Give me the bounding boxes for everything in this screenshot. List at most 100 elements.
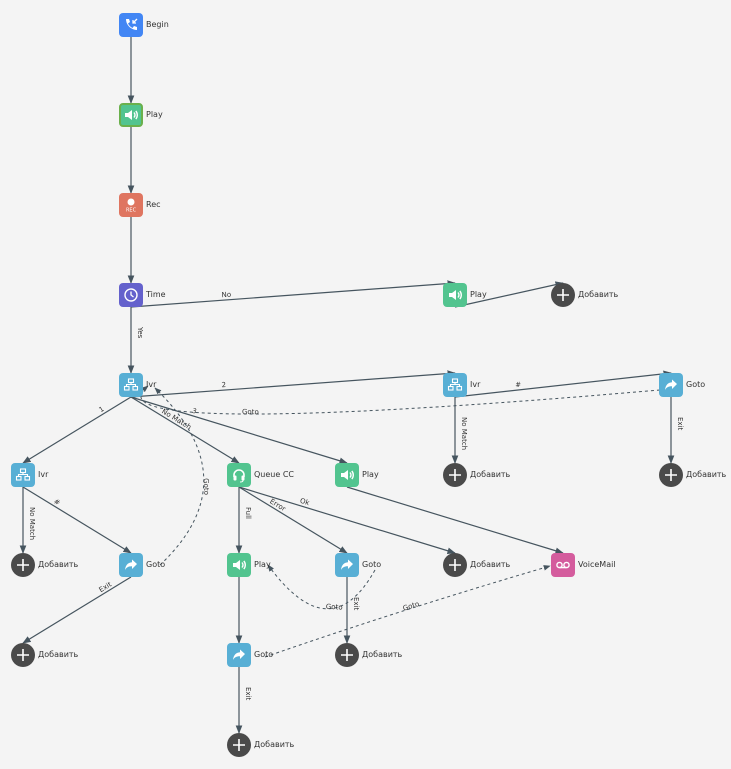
node-label: Goto xyxy=(146,560,166,569)
plus-icon xyxy=(663,467,679,483)
node-add-add8[interactable] xyxy=(227,733,251,757)
edge-label: Yes xyxy=(136,326,144,339)
voicemail-icon xyxy=(555,557,571,573)
edge-line[interactable] xyxy=(238,486,348,554)
edge-label: No Match xyxy=(28,507,36,540)
node-add-add7[interactable] xyxy=(335,643,359,667)
speaker-icon xyxy=(339,467,355,483)
edge-line[interactable] xyxy=(130,280,456,308)
node-add-add4[interactable] xyxy=(11,553,35,577)
edge-label: Goto xyxy=(242,408,259,416)
edge-line[interactable] xyxy=(154,387,205,566)
node-ivr-ivr2[interactable] xyxy=(443,373,467,397)
edge-label: Goto xyxy=(402,600,420,613)
node-goto-goto3[interactable] xyxy=(335,553,359,577)
edge-label: 3 xyxy=(191,407,198,416)
node-label: Begin xyxy=(146,20,169,29)
node-label: Ivr xyxy=(146,380,157,389)
edge-queue-to-play4[interactable]: Full xyxy=(235,487,252,554)
edge-ivr1-to-ivr3[interactable]: 1 xyxy=(22,396,132,464)
node-rec-rec[interactable]: REC xyxy=(119,193,143,217)
edge-goto3-to-play4[interactable]: Goto xyxy=(267,564,376,612)
edge-play2-to-add1[interactable] xyxy=(454,281,564,308)
edge-line[interactable] xyxy=(454,370,672,398)
edge-ivr2-to-add2[interactable]: No Match xyxy=(451,397,468,464)
node-goto-goto4[interactable] xyxy=(227,643,251,667)
node-label: Добавить xyxy=(686,470,727,479)
node-ivr-ivr1[interactable] xyxy=(119,373,143,397)
node-play-play4[interactable] xyxy=(227,553,251,577)
node-voicemail-voicemail[interactable] xyxy=(551,553,575,577)
node-add-add1[interactable] xyxy=(551,283,575,307)
node-goto-goto2[interactable] xyxy=(119,553,143,577)
svg-text:REC: REC xyxy=(126,208,137,214)
node-label: Добавить xyxy=(470,560,511,569)
edge-play3-to-voicemail[interactable] xyxy=(346,486,564,555)
node-ivr-ivr3[interactable] xyxy=(11,463,35,487)
ivr-tree-icon xyxy=(447,377,463,393)
edge-label: Ok xyxy=(299,497,311,508)
edge-label: 1 xyxy=(98,405,106,414)
edge-line[interactable] xyxy=(454,281,564,308)
node-label: Play xyxy=(254,560,271,569)
edge-line[interactable] xyxy=(130,396,348,465)
node-add-add5[interactable] xyxy=(443,553,467,577)
node-label: Добавить xyxy=(470,470,511,479)
node-queue-queue[interactable] xyxy=(227,463,251,487)
edge-label: Exit xyxy=(676,417,684,431)
edge-time-to-play2[interactable]: No xyxy=(130,280,456,308)
share-arrow-icon xyxy=(663,377,679,393)
node-label: Ivr xyxy=(470,380,481,389)
node-time-time[interactable] xyxy=(119,283,143,307)
edge-goto3-to-add7[interactable]: Exit xyxy=(343,577,360,644)
node-add-add3[interactable] xyxy=(659,463,683,487)
edge-ivr3-to-add4[interactable]: No Match xyxy=(19,487,36,554)
node-add-add6[interactable] xyxy=(11,643,35,667)
edge-line[interactable] xyxy=(264,565,551,658)
plus-icon xyxy=(339,647,355,663)
edge-line[interactable] xyxy=(130,396,240,464)
edge-line[interactable] xyxy=(267,564,376,610)
edge-goto4-to-add8[interactable]: Exit xyxy=(235,667,252,734)
edge-ivr3-to-goto2[interactable]: # xyxy=(22,486,132,554)
edge-label: Exit xyxy=(352,597,360,611)
edge-line[interactable] xyxy=(22,576,132,644)
edge-goto4-to-voicemail[interactable]: Goto xyxy=(264,565,551,658)
edge-label: No Match xyxy=(460,417,468,450)
edge-ivr1-to-queue[interactable]: No Match xyxy=(130,396,240,464)
edge-line[interactable] xyxy=(22,486,132,554)
edge-goto2-to-add6[interactable]: Exit xyxy=(22,576,132,644)
node-label: Ivr xyxy=(38,470,49,479)
edge-ivr2-to-goto1[interactable]: # xyxy=(454,370,672,398)
edge-ivr1-to-ivr2[interactable]: 2 xyxy=(130,370,456,398)
edge-queue-to-add5[interactable]: Ok xyxy=(238,486,456,555)
edge-label: No xyxy=(221,291,231,300)
edge-ivr1-to-play3[interactable]: 3 xyxy=(130,396,348,465)
node-play-play3[interactable] xyxy=(335,463,359,487)
headset-icon xyxy=(231,467,247,483)
edge-goto2-to-ivr1[interactable]: Goto xyxy=(154,387,210,566)
plus-icon xyxy=(15,647,31,663)
edge-line[interactable] xyxy=(22,396,132,464)
node-label: Добавить xyxy=(362,650,403,659)
node-begin-begin[interactable] xyxy=(119,13,143,37)
node-label: Добавить xyxy=(38,650,79,659)
node-label: Play xyxy=(470,290,487,299)
edge-label: # xyxy=(515,381,522,390)
edge-line[interactable] xyxy=(346,486,564,555)
edge-label: Full xyxy=(244,507,252,519)
node-play-play2[interactable] xyxy=(443,283,467,307)
share-arrow-icon xyxy=(231,647,247,663)
edge-line[interactable] xyxy=(238,486,456,555)
node-goto-goto1[interactable] xyxy=(659,373,683,397)
edge-queue-to-goto3[interactable]: Error xyxy=(238,486,348,554)
edge-goto1-to-add3[interactable]: Exit xyxy=(667,397,684,464)
speaker-icon xyxy=(123,107,139,123)
edge-goto1-to-ivr1[interactable]: Goto xyxy=(140,385,661,416)
edge-line[interactable] xyxy=(130,370,456,398)
edge-time-to-ivr1[interactable]: Yes xyxy=(127,307,144,374)
node-label: VoiceMail xyxy=(578,560,616,569)
node-play-play1[interactable] xyxy=(119,103,143,127)
node-add-add2[interactable] xyxy=(443,463,467,487)
